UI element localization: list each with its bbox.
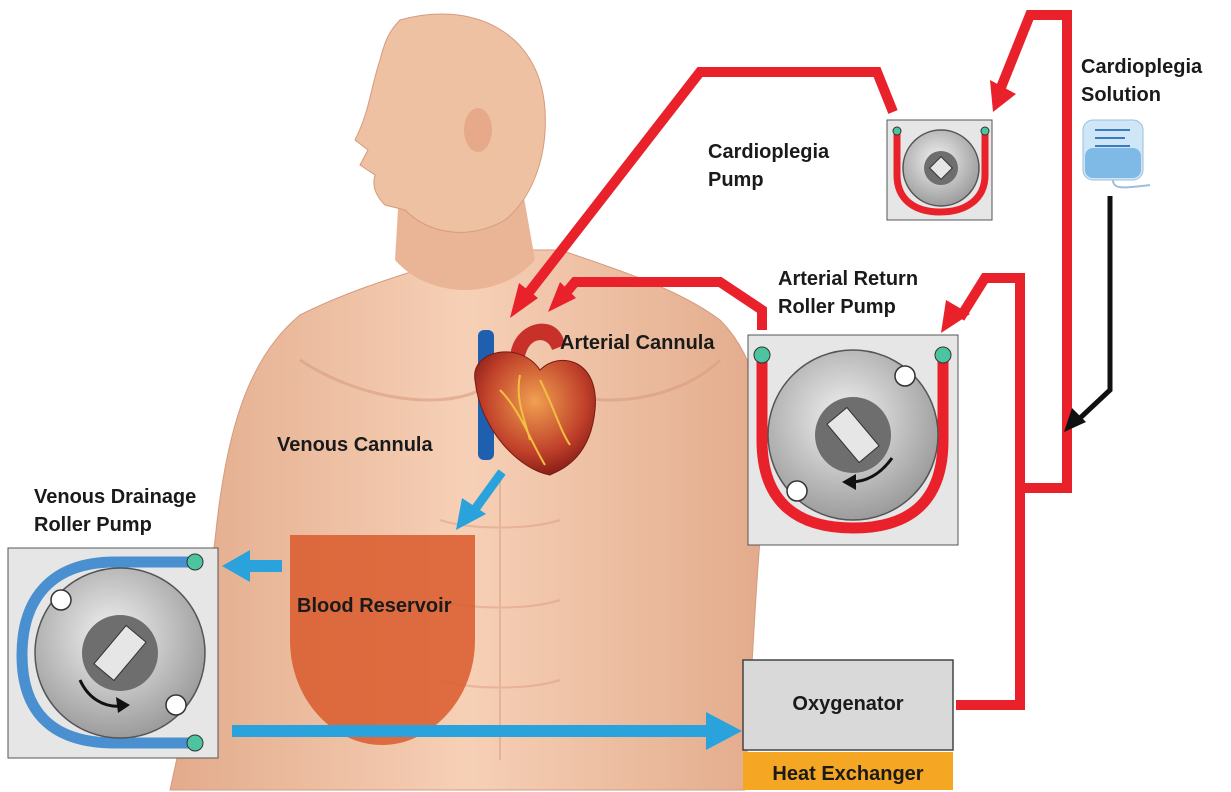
arterial-pump-port-right [935,347,951,363]
arterial-pump-label-line1: Arterial Return [778,268,918,290]
ear-shape [464,108,492,152]
cardioplegia-pump-label-line2: Pump [708,169,764,191]
solution-bag-fill [1085,148,1141,178]
venous-pump-roller-bottom [166,695,186,715]
venous-pump-port-bottom [187,735,203,751]
venous-pump-label-line1: Venous Drainage [34,486,196,508]
oxygenator-return-line [956,15,1067,705]
cardioplegia-feed-line [1078,196,1110,420]
cardioplegia-pump [887,120,992,220]
cardioplegia-pump-port-left [893,127,901,135]
cardioplegia-solution-label-line2: Solution [1081,84,1161,106]
cardioplegia-solution-bag [1083,120,1150,187]
venous-pump-port-top [187,554,203,570]
blood-reservoir-label: Blood Reservoir [297,595,452,617]
arterial-return-pump [748,335,958,545]
heat-exchanger-label: Heat Exchanger [772,763,923,785]
head-shape [355,14,545,232]
arterial-pump-feed-line [960,278,1020,488]
solution-bag-tube [1113,180,1150,187]
cardioplegia-pump-label-line1: Cardioplegia [708,141,830,163]
arterial-pump-roller-top [895,366,915,386]
venous-pump-label-line2: Roller Pump [34,514,152,536]
venous-cannula-label: Venous Cannula [277,434,433,456]
arterial-pump-label-line2: Roller Pump [778,296,896,318]
arterial-pump-roller-bottom [787,481,807,501]
venous-pump-roller-top [51,590,71,610]
oxygenator-label: Oxygenator [792,693,903,715]
cardioplegia-pump-port-right [981,127,989,135]
blood-reservoir-shape [290,535,475,745]
cardioplegia-solution-label-line1: Cardioplegia [1081,56,1203,78]
arterial-pump-port-left [754,347,770,363]
arterial-cannula-label: Arterial Cannula [560,332,715,354]
venous-drainage-pump [8,548,218,758]
